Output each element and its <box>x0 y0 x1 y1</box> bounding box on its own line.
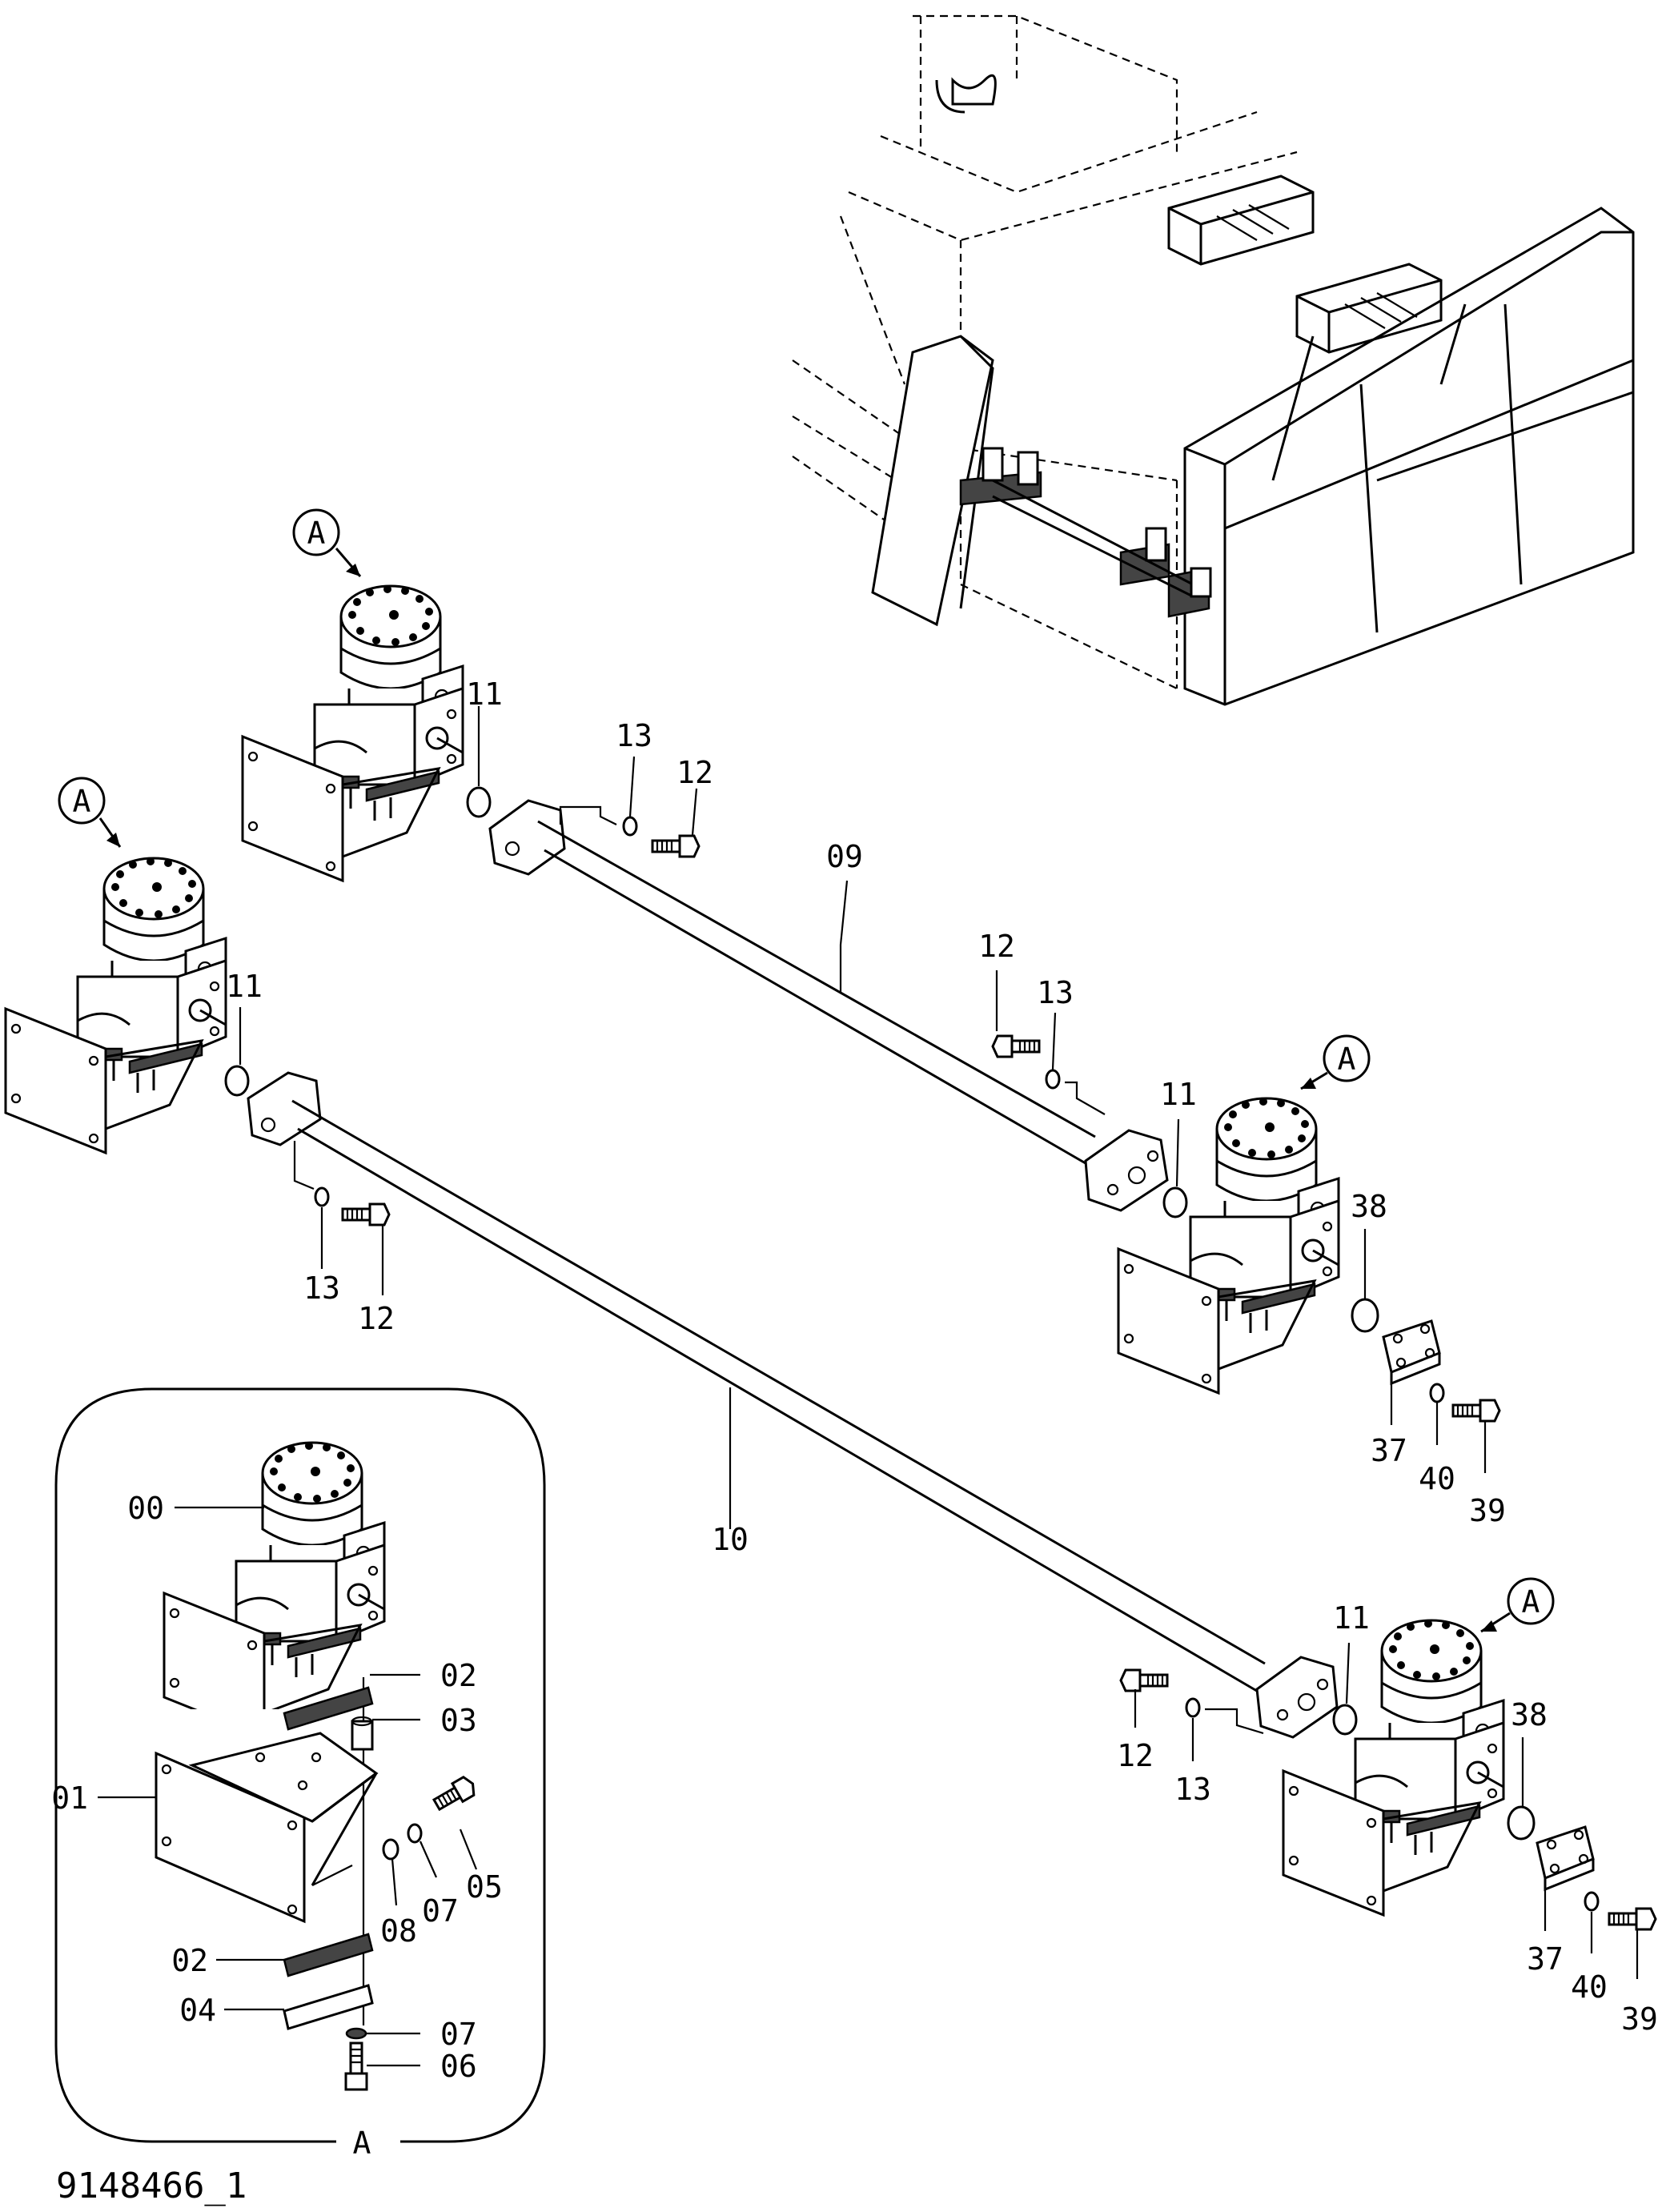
callout-02: 02 <box>171 1943 208 1978</box>
callout-12: 12 <box>1117 1738 1154 1773</box>
detail-a-parts <box>155 1440 476 2091</box>
callout-07: 07 <box>440 2017 477 2052</box>
steering-unit-upper-left <box>241 584 464 882</box>
bubble-a-label: A <box>1522 1584 1540 1620</box>
callout-39: 39 <box>1621 2001 1658 2037</box>
callout-38: 38 <box>1511 1697 1548 1732</box>
fasteners-10-left: 13 12 <box>293 1141 395 1336</box>
oring-11-upper-left: 11 <box>466 676 503 818</box>
callout-13: 13 <box>1174 1772 1211 1807</box>
bubble-a-mid-right: A <box>1300 1034 1371 1090</box>
callout-07: 07 <box>422 1893 459 1929</box>
rear-cover-bottom-right: 38 37 40 39 <box>1507 1697 1658 2037</box>
bubble-a-upper-left: A <box>292 508 362 577</box>
callout-00: 00 <box>127 1491 164 1526</box>
callout-39: 39 <box>1469 1493 1506 1528</box>
detail-a-frame: A <box>54 1387 546 2161</box>
callout-37: 37 <box>1527 1941 1564 1977</box>
callout-11: 11 <box>1160 1077 1197 1112</box>
callout-06: 06 <box>440 2049 477 2084</box>
bubble-a-mid-left: A <box>58 777 122 848</box>
steering-unit-mid-left <box>4 856 227 1154</box>
callout-13: 13 <box>616 718 652 753</box>
callout-40: 40 <box>1571 1969 1608 2005</box>
fasteners-09-mid: 12 13 <box>978 929 1106 1115</box>
callout-11: 11 <box>1333 1600 1370 1636</box>
machine-body-phantom <box>792 14 1635 706</box>
oring-11-mid-right: 11 <box>1160 1077 1197 1218</box>
callout-11: 11 <box>226 969 263 1004</box>
callout-11: 11 <box>466 676 503 712</box>
detail-a-label: A <box>353 2126 371 2161</box>
callout-08: 08 <box>380 1913 417 1949</box>
callout-01: 01 <box>51 1780 88 1816</box>
bubble-a-label: A <box>73 784 91 819</box>
shaft-09: 09 <box>488 799 1169 1212</box>
fasteners-09-top: 13 12 <box>559 718 713 858</box>
oring-11-mid-left: 11 <box>224 969 263 1097</box>
callout-12: 12 <box>676 755 713 790</box>
callout-12: 12 <box>978 929 1015 964</box>
shaft-10: 10 <box>247 1071 1339 1739</box>
callout-05: 05 <box>466 1869 503 1905</box>
callout-40: 40 <box>1419 1461 1455 1496</box>
drawing-id: 9148466_1 <box>56 2166 247 2206</box>
callout-10: 10 <box>712 1522 749 1557</box>
bubble-a-label: A <box>1338 1042 1356 1077</box>
bubble-a-bottom-right: A <box>1480 1577 1555 1633</box>
callout-13: 13 <box>1037 975 1074 1010</box>
oring-11-bottom-right: 11 <box>1332 1600 1370 1736</box>
callout-04: 04 <box>179 1993 216 2028</box>
callout-09: 09 <box>826 839 863 874</box>
callout-13: 13 <box>303 1271 340 1306</box>
callout-37: 37 <box>1371 1433 1407 1468</box>
callout-03: 03 <box>440 1703 477 1738</box>
callout-12: 12 <box>358 1301 395 1336</box>
bubble-a-label: A <box>307 516 326 551</box>
fasteners-10-right: 12 13 <box>1117 1668 1264 1807</box>
callout-02: 02 <box>440 1658 477 1693</box>
rear-cover-mid-right: 38 37 40 39 <box>1351 1189 1506 1528</box>
detail-a-callouts: 00 02 03 01 05 07 08 02 04 07 06 <box>51 1491 503 2084</box>
callout-38: 38 <box>1351 1189 1387 1224</box>
